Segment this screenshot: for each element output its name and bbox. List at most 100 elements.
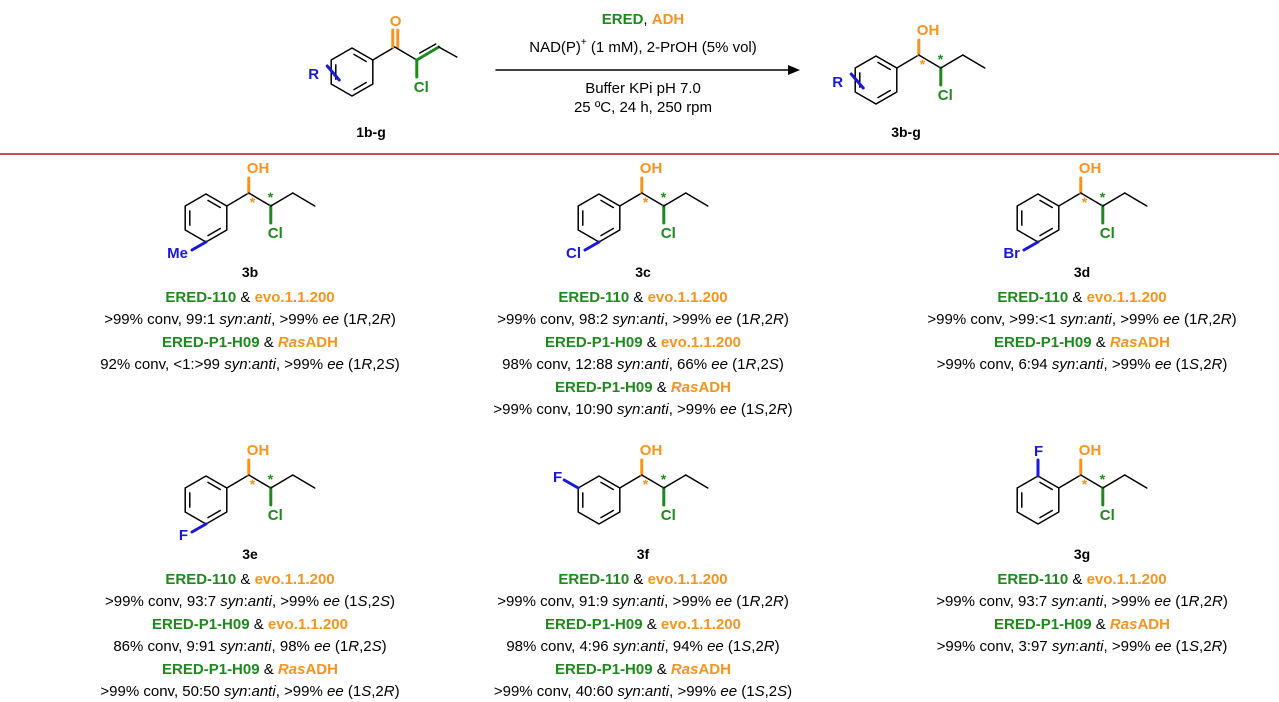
aromatic-double-bond <box>1039 509 1054 519</box>
ee-label: ee <box>1154 593 1171 610</box>
separator: , <box>669 356 677 373</box>
bond <box>226 192 250 207</box>
stereocenter-1-mark: * <box>250 476 256 492</box>
bond <box>394 46 418 61</box>
ampersand: & <box>236 571 254 588</box>
enzyme-pair: ERED-P1-H09 & evo.1.1.200 <box>545 334 741 351</box>
ee-value: >99% <box>672 311 715 328</box>
colon: : <box>1075 356 1079 373</box>
ered-name: ERED-110 <box>558 571 629 588</box>
conversion-ratio: >99% conv, 93:7 <box>936 593 1051 610</box>
ee-label: ee <box>327 356 344 373</box>
syn-label: syn <box>612 311 635 328</box>
chloro-label: Cl <box>268 507 283 524</box>
config-c2: S <box>380 593 390 610</box>
enzyme-pair: ERED-P1-H09 & evo.1.1.200 <box>545 616 741 633</box>
syn-label: syn <box>220 593 243 610</box>
benzene-ring <box>184 475 228 525</box>
adh-name: evo.1.1.200 <box>661 334 741 351</box>
colon: : <box>243 638 247 655</box>
bond <box>619 474 643 489</box>
anti-label: anti <box>1079 356 1104 373</box>
syn-label: syn <box>224 683 247 700</box>
result-line: >99% conv, 93:7 syn:anti, >99% ee (1R,2R… <box>936 593 1228 610</box>
ee-label: ee <box>711 356 728 373</box>
colon: : <box>640 356 644 373</box>
colon: : <box>1075 593 1079 610</box>
ampersand: & <box>653 379 671 396</box>
conversion-ratio: 92% conv, <1:>99 <box>100 356 224 373</box>
config-mid: ,2 <box>1199 638 1212 655</box>
aromatic-double-bond <box>207 227 222 237</box>
adh-label: ADH <box>652 11 685 28</box>
ee-label: ee <box>715 593 732 610</box>
colon: : <box>636 593 640 610</box>
benzene-ring <box>854 55 898 105</box>
config-close: ) <box>1232 311 1237 328</box>
bond <box>248 192 272 207</box>
adh-prefix: Ras <box>671 379 699 396</box>
enzyme-pair: ERED-P1-H09 & RasADH <box>555 661 731 678</box>
anti-label: anti <box>247 638 272 655</box>
r-group-bond <box>849 72 865 90</box>
stereocenter-1-mark: * <box>1082 476 1088 492</box>
colon: : <box>244 593 248 610</box>
config-close: ) <box>395 683 400 700</box>
config-c1: S <box>1189 356 1199 373</box>
config-c2: R <box>1212 356 1223 373</box>
reaction-arrow-head <box>788 65 800 75</box>
hydroxyl-label: OH <box>640 160 663 177</box>
bond <box>641 474 665 489</box>
config-open: (1 <box>1180 311 1198 328</box>
anti-label: anti <box>1079 593 1104 610</box>
anti-label: anti <box>247 311 272 328</box>
config-close: ) <box>382 638 387 655</box>
ee-value: 94% <box>673 638 707 655</box>
result-line: 98% conv, 12:88 syn:anti, 66% ee (1R,2S) <box>502 356 784 373</box>
ee-label: ee <box>322 311 339 328</box>
bond <box>1080 474 1104 489</box>
separator: , <box>272 593 280 610</box>
bond <box>248 474 272 489</box>
conversion-ratio: >99% conv, 93:7 <box>105 593 220 610</box>
syn-label: syn <box>1060 311 1083 328</box>
ered-name: ERED-P1-H09 <box>545 616 643 633</box>
bond <box>1124 192 1148 207</box>
adh-prefix: Ras <box>278 661 306 678</box>
arrow-buffer: Buffer KPi pH 7.0 <box>585 80 701 97</box>
colon: : <box>1084 311 1088 328</box>
config-close: ) <box>788 401 793 418</box>
stereocenter-2-mark: * <box>268 189 274 205</box>
config-c2: R <box>384 683 395 700</box>
substituent-bond <box>190 522 208 534</box>
bond <box>438 46 458 58</box>
stereocenter-2-mark: * <box>1100 471 1106 487</box>
bond <box>641 192 665 207</box>
separator: , <box>1104 638 1112 655</box>
ered-name: ERED-P1-H09 <box>994 616 1092 633</box>
substituent-bond <box>1022 240 1040 252</box>
config-c1: R <box>750 311 761 328</box>
ee-value: >99% <box>672 593 715 610</box>
chloro-label: Cl <box>661 225 676 242</box>
ered-name: ERED-P1-H09 <box>545 334 643 351</box>
compound-label: 3d <box>1074 264 1090 280</box>
adh-name: evo.1.1.200 <box>255 571 335 588</box>
config-mid: ,2 <box>1208 311 1221 328</box>
anti-label: anti <box>645 356 670 373</box>
separator: , <box>1112 311 1120 328</box>
ered-name: ERED-P1-H09 <box>162 661 260 678</box>
hydroxyl-label: OH <box>1079 160 1102 177</box>
substituent-label: Cl <box>566 245 581 262</box>
config-c1: S <box>754 401 764 418</box>
enzyme-pair: ERED-P1-H09 & RasADH <box>162 334 338 351</box>
adh-name: evo.1.1.200 <box>648 289 728 306</box>
bond <box>292 474 316 489</box>
bond <box>1124 474 1148 489</box>
config-c2: R <box>380 311 391 328</box>
config-open: (1 <box>1172 638 1190 655</box>
ampersand: & <box>260 334 278 351</box>
